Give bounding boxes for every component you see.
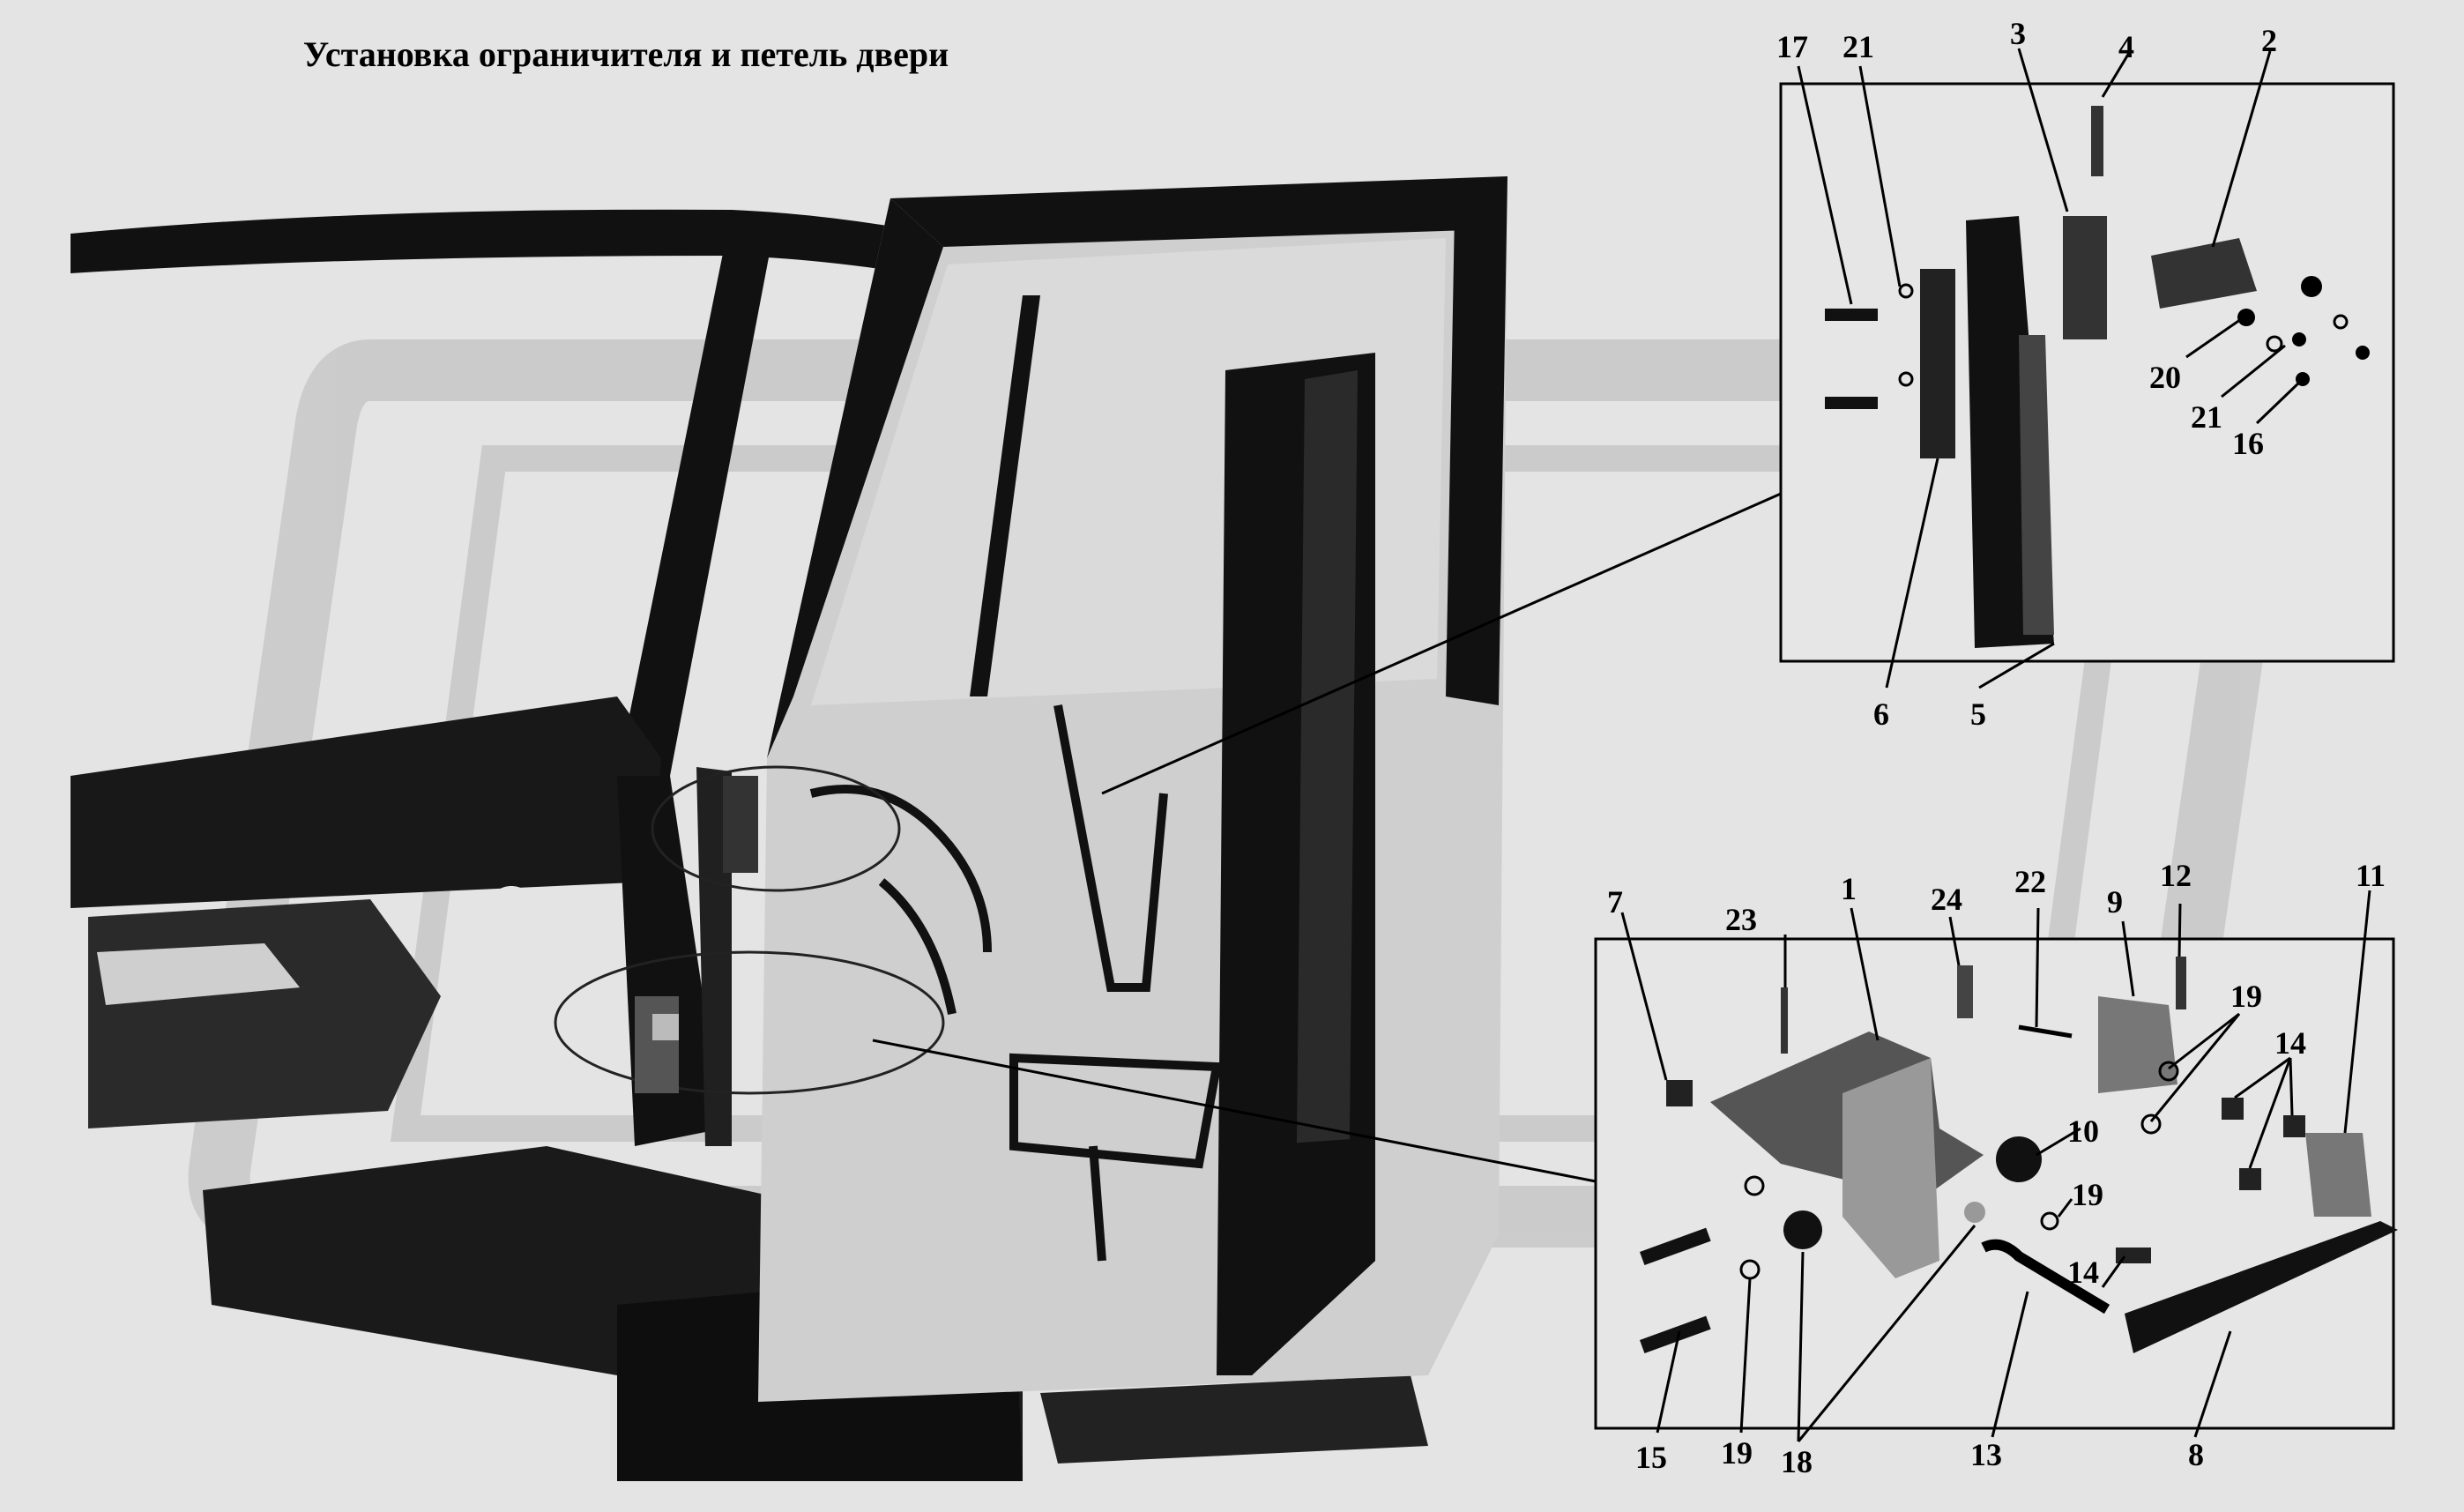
callout-2: 2 bbox=[2261, 23, 2277, 58]
callout-15: 15 bbox=[1635, 1440, 1667, 1475]
callout-21b: 21 bbox=[2191, 399, 2222, 435]
callout-17: 17 bbox=[1776, 29, 1808, 64]
callout-3: 3 bbox=[2010, 16, 2026, 51]
callout-labels: 17 21 3 4 2 20 21 16 6 5 7 23 1 24 22 9 … bbox=[1607, 16, 2386, 1479]
callout-6: 6 bbox=[1873, 696, 1889, 732]
callout-18: 18 bbox=[1781, 1444, 1813, 1479]
callout-16: 16 bbox=[2232, 426, 2264, 461]
callout-23: 23 bbox=[1725, 902, 1757, 937]
callout-10: 10 bbox=[2067, 1114, 2099, 1149]
leader-lines bbox=[872, 492, 1782, 1183]
callout-11: 11 bbox=[2356, 858, 2386, 893]
callout-9: 9 bbox=[2107, 884, 2123, 920]
callout-21a: 21 bbox=[1842, 29, 1874, 64]
door bbox=[554, 176, 1507, 1402]
callout-7: 7 bbox=[1607, 884, 1623, 920]
callout-22: 22 bbox=[2014, 864, 2046, 899]
callout-13: 13 bbox=[1970, 1437, 2002, 1472]
callout-5: 5 bbox=[1970, 696, 1986, 732]
callout-8: 8 bbox=[2188, 1437, 2204, 1472]
callout-24: 24 bbox=[1931, 882, 1962, 917]
callout-12: 12 bbox=[2160, 858, 2192, 893]
hinge-detail-box bbox=[1779, 48, 2395, 689]
callout-1: 1 bbox=[1841, 871, 1857, 906]
callout-14a: 14 bbox=[2274, 1025, 2306, 1061]
callout-20: 20 bbox=[2149, 360, 2181, 395]
door-check-detail-box bbox=[1594, 890, 2398, 1442]
callout-14b: 14 bbox=[2067, 1255, 2099, 1290]
callout-19b: 19 bbox=[2072, 1177, 2103, 1212]
callout-4: 4 bbox=[2118, 29, 2134, 64]
callout-19a: 19 bbox=[2230, 979, 2262, 1014]
callout-19c: 19 bbox=[1721, 1435, 1753, 1471]
diagram-title: Установка ограничителя и петель двери bbox=[302, 34, 949, 74]
